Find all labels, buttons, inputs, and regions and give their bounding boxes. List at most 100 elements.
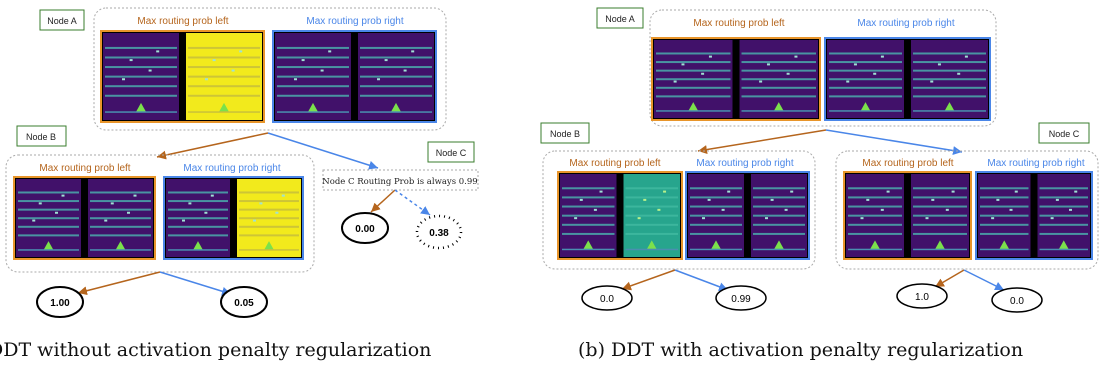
ground-line: [625, 248, 678, 251]
lane-stripe: [625, 223, 678, 226]
arrow-c-right: [394, 189, 431, 216]
arrow-b-right-b: [674, 269, 729, 292]
agent-sprite: [935, 240, 945, 250]
node-b-group-border-b: [542, 150, 816, 270]
leaf-c-right-value: 0.38: [429, 228, 449, 239]
lane-stripe: [741, 61, 816, 64]
node-a-label-b: Node A: [605, 14, 635, 24]
agent-sprite: [870, 240, 880, 250]
game-object: [1055, 198, 1059, 201]
arrow-a-to-b: [156, 132, 269, 160]
game-object: [253, 219, 256, 222]
lane-stripe: [105, 94, 177, 97]
lane-stripe: [913, 86, 986, 89]
agent-sprite: [391, 102, 401, 112]
ground-line: [188, 111, 260, 113]
lane-stripe: [753, 232, 805, 235]
lane-stripe: [656, 69, 731, 72]
node-a-right-frames-b: [824, 37, 991, 121]
agent-sprite: [773, 102, 784, 112]
agent-sprite: [860, 102, 871, 112]
game-object: [937, 63, 941, 66]
agent-sprite: [264, 241, 274, 251]
game-object: [925, 217, 929, 220]
node-b-label-box: [16, 125, 67, 147]
ground-line: [848, 248, 902, 251]
game-object: [657, 208, 661, 211]
node-a-left-frames: [100, 30, 265, 123]
lane-stripe: [1039, 187, 1088, 190]
lane-stripe: [239, 191, 299, 194]
lane-stripe: [913, 78, 986, 81]
ground-line: [980, 248, 1029, 251]
arrow-c-left-b: [934, 269, 965, 288]
game-object: [61, 194, 65, 197]
lane-stripe: [829, 61, 902, 64]
lane-stripe: [277, 75, 349, 78]
lane-stripe: [829, 69, 902, 72]
ground-line: [829, 110, 902, 112]
lane-stripe: [105, 56, 177, 59]
lane-stripe: [188, 56, 260, 59]
lane-stripe: [1039, 196, 1088, 199]
lane-stripe: [90, 208, 151, 211]
node-a-label: Node A: [47, 16, 77, 26]
lane-stripe: [360, 85, 432, 88]
lane-stripe: [690, 232, 742, 235]
node-c-label-box-b: [1038, 122, 1090, 144]
ground-line: [90, 249, 151, 251]
game-object: [301, 59, 305, 62]
lane-stripe: [18, 191, 79, 194]
leaf-b-left: [36, 286, 84, 318]
game-object: [930, 80, 934, 83]
lane-stripe: [18, 225, 79, 228]
game-object: [1009, 208, 1013, 211]
lane-stripe: [1039, 205, 1088, 208]
agent-sprite: [944, 102, 955, 112]
caption-b: (b) DDT with activation penalty regulari…: [578, 339, 1023, 361]
game-object: [122, 78, 125, 81]
leaf-b-left-b: [581, 285, 633, 311]
game-object: [991, 217, 995, 220]
ground-line: [18, 249, 79, 251]
game-object: [996, 198, 1000, 201]
lane-stripe: [188, 66, 260, 69]
lane-stripe: [562, 205, 615, 208]
ground-line: [168, 249, 228, 251]
lane-stripe: [741, 52, 816, 55]
game-object: [212, 59, 216, 62]
game-object: [707, 198, 711, 201]
lane-stripe: [18, 200, 79, 203]
agent-sprite: [646, 240, 657, 250]
game-object: [701, 72, 705, 75]
lane-stripe: [690, 214, 742, 217]
lane-stripe: [625, 232, 678, 235]
arrow-a-to-c-b: [825, 129, 963, 156]
game-object: [110, 202, 114, 205]
lane-stripe: [753, 214, 805, 217]
lane-stripe: [168, 200, 228, 203]
node-b-left-frames-b: [557, 171, 683, 260]
game-object: [702, 217, 705, 220]
frame-pair-border: [163, 176, 304, 260]
agent-sprite: [193, 241, 203, 251]
node-c-left-frames-b: [843, 171, 972, 260]
ground-line: [913, 110, 986, 112]
lane-stripe: [848, 232, 902, 235]
lane-stripe: [980, 187, 1029, 190]
game-object: [766, 63, 770, 66]
leaf-b-right-b: [715, 285, 767, 311]
game-object: [663, 190, 667, 193]
node-a-group-border-b: [649, 9, 997, 127]
node-c-right-frames-b: [975, 171, 1093, 260]
game-object: [860, 217, 864, 220]
game-object: [1074, 190, 1078, 193]
game-object: [1014, 190, 1018, 193]
lane-stripe: [18, 217, 79, 220]
leaf-c-left-value-b: 1.0: [915, 292, 929, 303]
game-object: [708, 55, 712, 58]
ground-line: [360, 111, 432, 113]
agent-sprite: [774, 240, 784, 250]
lane-stripe: [360, 66, 432, 69]
